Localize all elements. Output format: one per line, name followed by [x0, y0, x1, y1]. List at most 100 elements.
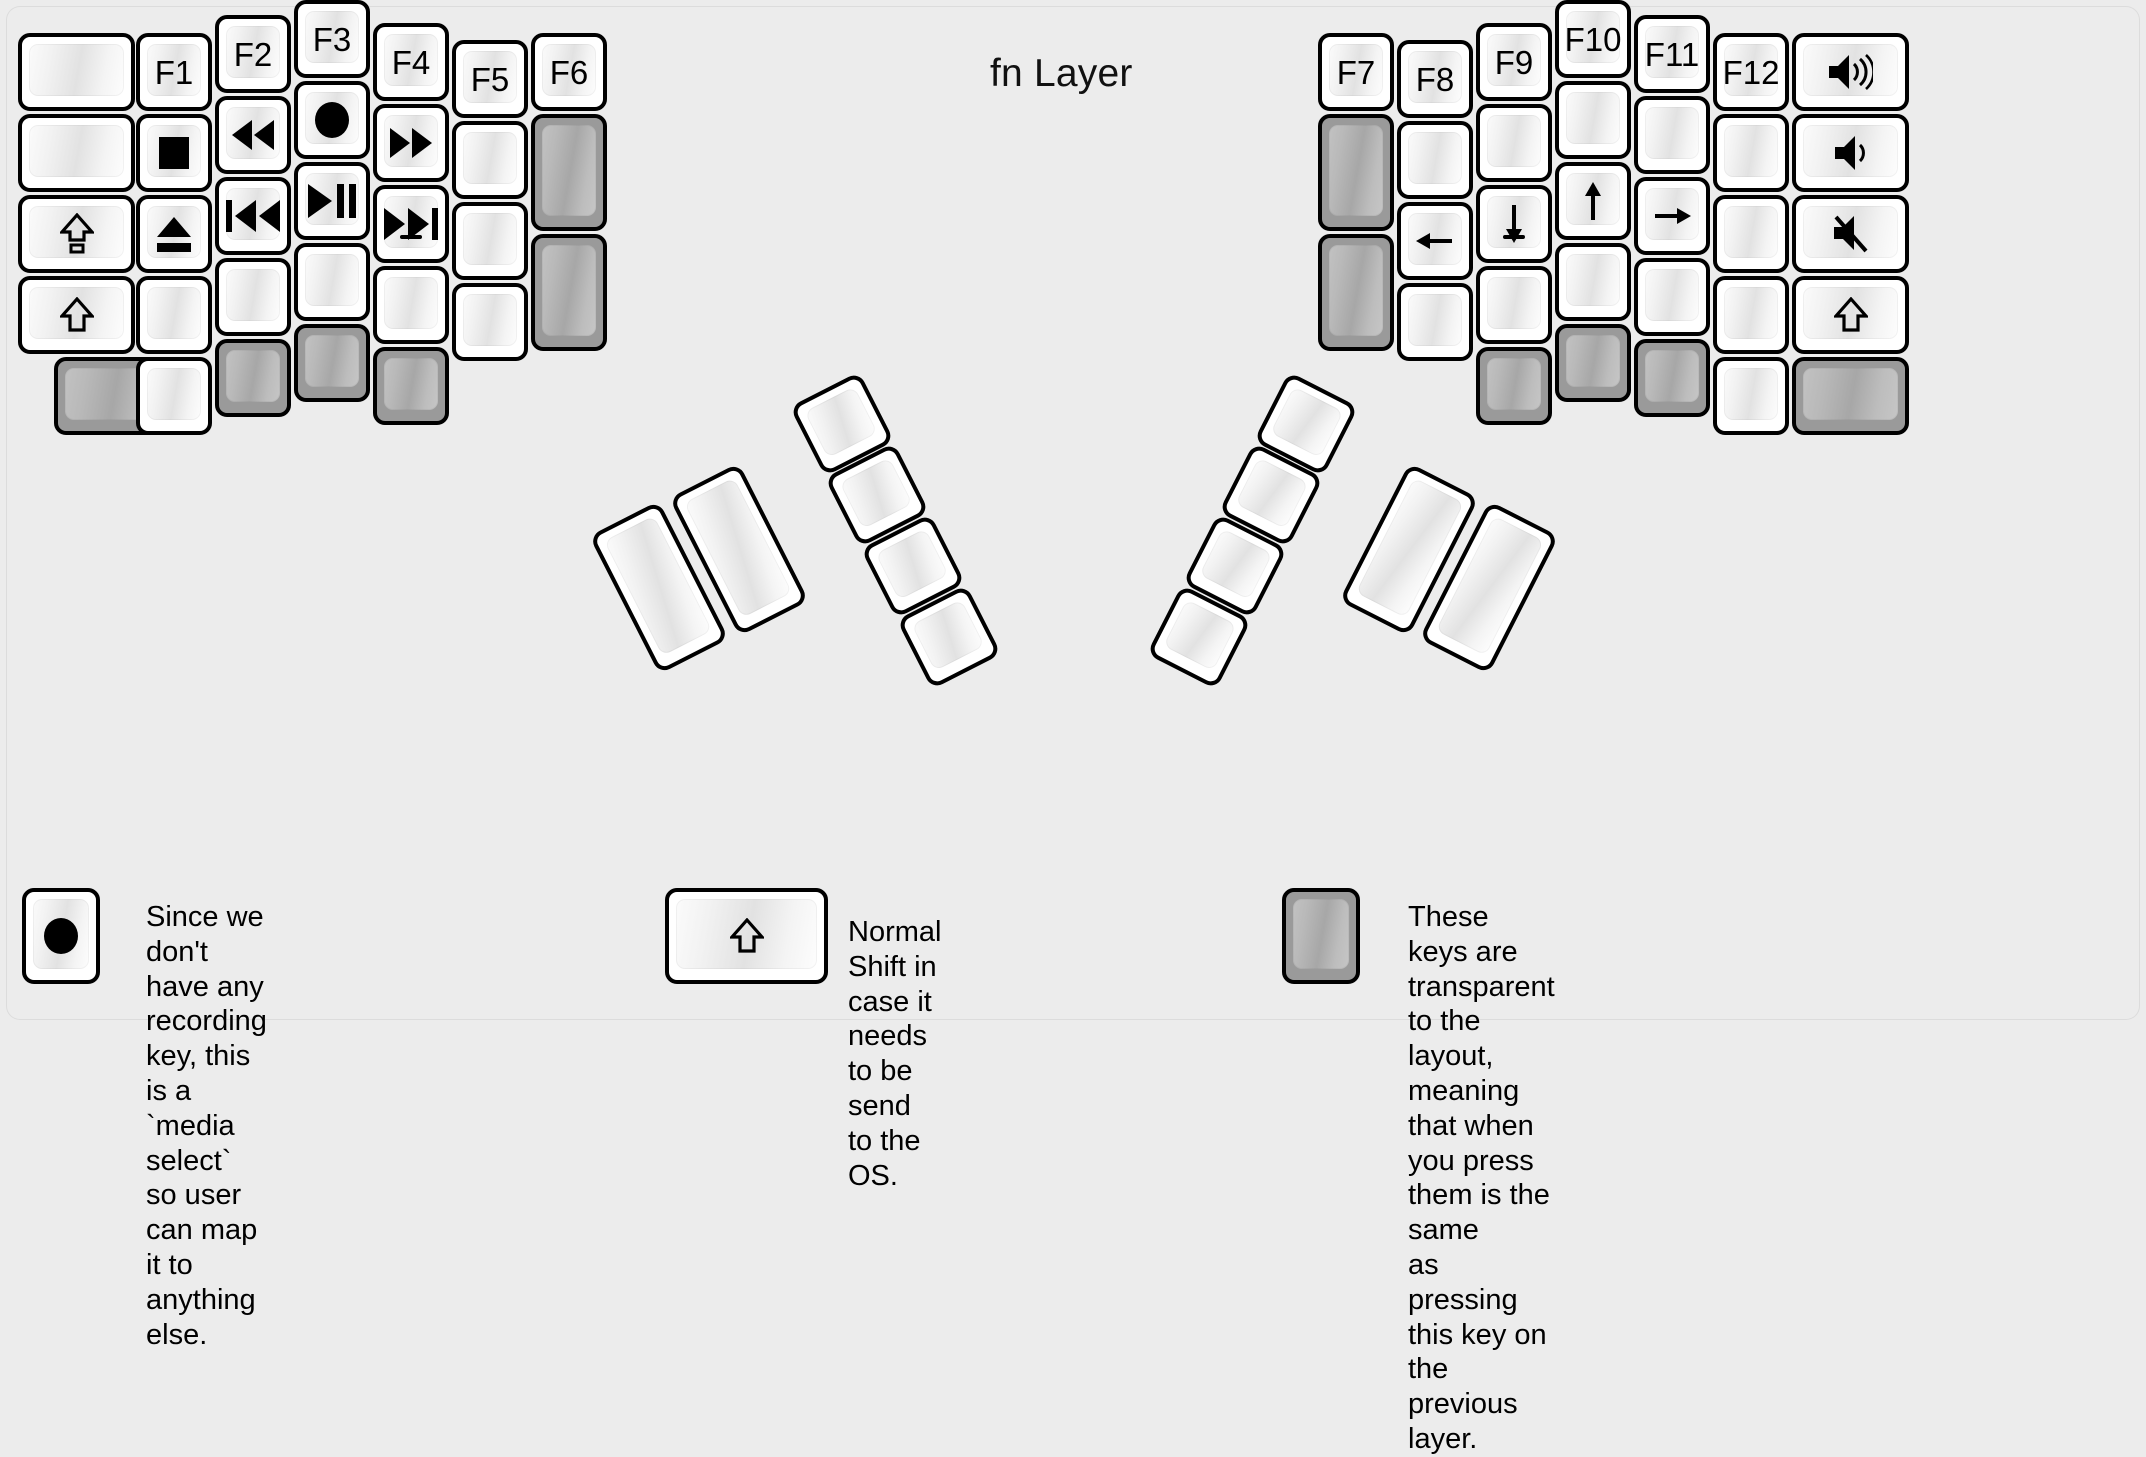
key-right-c7-r4-shift[interactable] — [1792, 276, 1909, 354]
keycap-surface — [1408, 132, 1462, 184]
keycap-surface — [676, 899, 817, 969]
key-right-c3-r5[interactable] — [1476, 347, 1552, 425]
key-right-c2-r1-f8[interactable]: F8 — [1397, 40, 1473, 118]
keycap-surface — [226, 107, 280, 159]
keycap-surface — [463, 294, 517, 346]
keycap-surface — [305, 92, 359, 144]
key-right-c4-r5[interactable] — [1555, 324, 1631, 402]
key-left-c3-r1-f2[interactable]: F2 — [215, 15, 291, 93]
key-left-c5-r5[interactable] — [373, 347, 449, 425]
key-right-c3-r2[interactable] — [1476, 104, 1552, 182]
key-right-c1-r1-f7[interactable]: F7 — [1318, 33, 1394, 111]
keycap-surface — [147, 206, 201, 258]
key-right-c7-r1-volume-up[interactable] — [1792, 33, 1909, 111]
keycap-surface — [1803, 125, 1898, 177]
keycap-surface — [1163, 599, 1237, 672]
key-right-c6-r4[interactable] — [1713, 276, 1789, 354]
key-right-c3-r1-f9[interactable]: F9 — [1476, 23, 1552, 101]
key-left-c1-r1[interactable] — [18, 33, 135, 111]
key-right-c4-r3-up[interactable] — [1555, 162, 1631, 240]
keycap-surface — [226, 188, 280, 240]
key-left-c4-r5[interactable] — [294, 324, 370, 402]
key-left-c2-r1-f1[interactable]: F1 — [136, 33, 212, 111]
keycap-surface — [1408, 51, 1462, 103]
keycap-surface — [384, 277, 438, 329]
keycap-surface — [542, 125, 596, 216]
key-left-c1-r4-shift[interactable] — [18, 276, 135, 354]
legend-record-key-text: Since we don't have any recording key, t… — [146, 901, 267, 1351]
keycap-surface — [911, 599, 985, 672]
keycap-surface — [33, 899, 89, 969]
keycap-surface — [1566, 254, 1620, 306]
key-left-c5-r3-next[interactable] — [373, 185, 449, 263]
key-right-c3-r3-down[interactable] — [1476, 185, 1552, 263]
key-right-c4-r4[interactable] — [1555, 243, 1631, 321]
keycap-surface — [1487, 196, 1541, 248]
key-right-c7-r2-volume-down[interactable] — [1792, 114, 1909, 192]
keycap-surface — [1293, 899, 1349, 969]
key-left-c3-r4[interactable] — [215, 258, 291, 336]
keycap-surface — [1487, 34, 1541, 86]
key-left-c5-r1-f4[interactable]: F4 — [373, 23, 449, 101]
keycap-surface — [1329, 245, 1383, 336]
key-left-c7-r2-tall[interactable] — [531, 114, 607, 231]
key-right-c5-r2[interactable] — [1634, 96, 1710, 174]
key-left-c6-r1-f5[interactable]: F5 — [452, 40, 528, 118]
key-right-c6-r1-f12[interactable]: F12 — [1713, 33, 1789, 111]
key-right-c5-r3-right[interactable] — [1634, 177, 1710, 255]
keycap-surface — [1645, 107, 1699, 159]
keycap-surface — [1724, 206, 1778, 258]
key-left-c2-r5[interactable] — [136, 357, 212, 435]
keycap-surface — [1803, 44, 1898, 96]
keycap-surface — [1235, 457, 1309, 530]
keycap-surface — [384, 34, 438, 86]
key-left-c6-r3[interactable] — [452, 202, 528, 280]
key-right-c4-r2[interactable] — [1555, 81, 1631, 159]
key-left-c7-r3-tall[interactable] — [531, 234, 607, 351]
keycap-surface — [305, 11, 359, 63]
key-left-c1-r3-capslock[interactable] — [18, 195, 135, 273]
key-left-c4-r4[interactable] — [294, 243, 370, 321]
key-left-c3-r3-prev[interactable] — [215, 177, 291, 255]
key-right-c2-r4[interactable] — [1397, 283, 1473, 361]
key-right-c7-r5[interactable] — [1792, 357, 1909, 435]
key-left-c4-r1-f3[interactable]: F3 — [294, 0, 370, 78]
key-right-c3-r4[interactable] — [1476, 266, 1552, 344]
keycap-surface — [29, 206, 124, 258]
key-right-c6-r3[interactable] — [1713, 195, 1789, 273]
key-left-c4-r2-record[interactable] — [294, 81, 370, 159]
key-right-c6-r2[interactable] — [1713, 114, 1789, 192]
key-left-c6-r4[interactable] — [452, 283, 528, 361]
key-right-c1-r2-tall[interactable] — [1318, 114, 1394, 231]
keycap-surface — [1645, 350, 1699, 402]
legend-shift-key-sample-key — [665, 888, 828, 984]
key-right-c5-r4[interactable] — [1634, 258, 1710, 336]
key-right-c2-r2[interactable] — [1397, 121, 1473, 199]
legend-transparent-key-sample-key — [1282, 888, 1360, 984]
keycap-surface — [1645, 26, 1699, 78]
key-left-c3-r5[interactable] — [215, 339, 291, 417]
keycap-surface — [542, 245, 596, 336]
key-right-c5-r1-f11[interactable]: F11 — [1634, 15, 1710, 93]
keycap-surface — [839, 457, 913, 530]
key-left-c2-r4[interactable] — [136, 276, 212, 354]
key-left-c2-r2-stop[interactable] — [136, 114, 212, 192]
keycap-surface — [305, 173, 359, 225]
key-left-c4-r3-playpause[interactable] — [294, 162, 370, 240]
key-left-c2-r3-eject[interactable] — [136, 195, 212, 273]
key-left-c6-r2[interactable] — [452, 121, 528, 199]
key-left-c7-r1-f6[interactable]: F6 — [531, 33, 607, 111]
keycap-surface — [1487, 358, 1541, 410]
key-right-c4-r1-f10[interactable]: F10 — [1555, 0, 1631, 78]
key-right-c6-r5[interactable] — [1713, 357, 1789, 435]
key-right-c5-r5[interactable] — [1634, 339, 1710, 417]
key-right-c2-r3-left[interactable] — [1397, 202, 1473, 280]
key-right-c1-r3-tall[interactable] — [1318, 234, 1394, 351]
key-left-c1-r2[interactable] — [18, 114, 135, 192]
key-left-c3-r2-rewind[interactable] — [215, 96, 291, 174]
key-right-c7-r3-mute[interactable] — [1792, 195, 1909, 273]
keycap-surface — [305, 335, 359, 387]
keycap-surface — [29, 125, 124, 177]
key-left-c5-r2-fastforward[interactable] — [373, 104, 449, 182]
key-left-c5-r4[interactable] — [373, 266, 449, 344]
